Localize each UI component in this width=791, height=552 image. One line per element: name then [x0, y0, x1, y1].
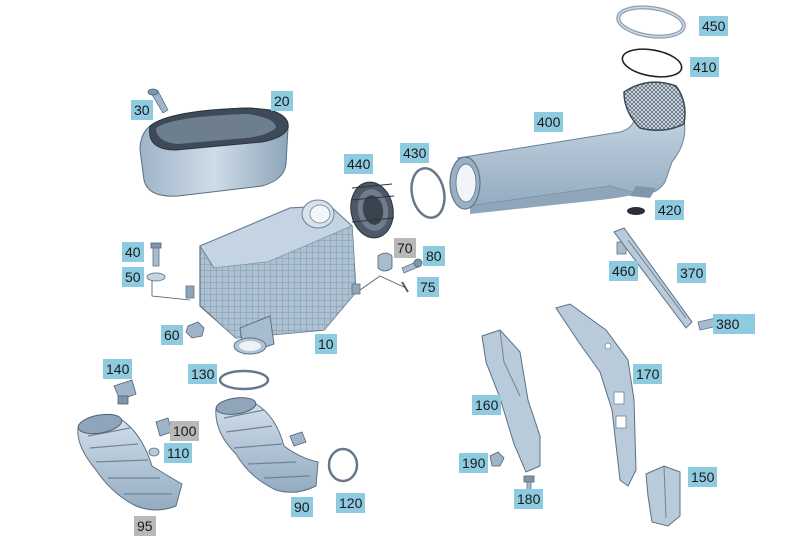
callout-170[interactable]: 170 [633, 364, 663, 384]
callout-450[interactable]: 450 [699, 16, 729, 36]
nut-60 [185, 321, 205, 339]
callout-130[interactable]: 130 [188, 364, 218, 384]
callout-410[interactable]: 410 [690, 57, 720, 77]
callout-20[interactable]: 20 [271, 91, 293, 111]
callout-160[interactable]: 160 [472, 395, 502, 415]
bracket-170 [555, 303, 637, 487]
hose-clamp-120 [327, 447, 359, 483]
callout-180[interactable]: 180 [514, 489, 544, 509]
leader-line [359, 275, 407, 291]
bolt-180 [523, 475, 535, 491]
callout-380[interactable]: 380 [713, 314, 755, 334]
callout-120[interactable]: 120 [336, 493, 366, 513]
washer-50 [146, 272, 166, 282]
screw-75 [401, 281, 409, 293]
callout-75[interactable]: 75 [417, 277, 439, 297]
air-filter-20 [139, 107, 289, 197]
clip-70 [377, 252, 393, 272]
callout-80[interactable]: 80 [423, 246, 445, 266]
callout-430[interactable]: 430 [400, 143, 430, 163]
callout-150[interactable]: 150 [688, 467, 718, 487]
intake-hose-90 [215, 397, 319, 493]
callout-60[interactable]: 60 [161, 325, 183, 345]
strut-370 [613, 227, 693, 329]
bracket-150 [645, 465, 681, 527]
seal-110 [148, 447, 160, 457]
bracket-160 [481, 329, 541, 473]
callout-10[interactable]: 10 [315, 334, 337, 354]
callout-370[interactable]: 370 [677, 263, 707, 283]
callout-400[interactable]: 400 [534, 112, 564, 132]
callout-140[interactable]: 140 [103, 359, 133, 379]
seal-ring-450 [616, 5, 686, 39]
hose-clamp-430 [410, 167, 446, 219]
callout-90[interactable]: 90 [291, 497, 313, 517]
callout-460[interactable]: 460 [609, 261, 639, 281]
callout-70[interactable]: 70 [394, 238, 416, 258]
callout-30[interactable]: 30 [131, 100, 153, 120]
rubber-sleeve-440 [350, 181, 395, 239]
callout-440[interactable]: 440 [344, 154, 374, 174]
bolt-80 [401, 258, 423, 274]
bolt-40 [150, 242, 162, 267]
callout-95[interactable]: 95 [134, 516, 156, 536]
callout-190[interactable]: 190 [459, 453, 489, 473]
bolt-30 [147, 88, 169, 114]
nut-190 [489, 451, 505, 467]
air-filter-housing-10 [185, 199, 361, 355]
hose-clamp-130 [218, 369, 270, 391]
callout-40[interactable]: 40 [122, 242, 144, 262]
gasket-420 [627, 207, 645, 215]
gasket-410 [621, 48, 683, 78]
intake-hose-95 [77, 413, 183, 511]
callout-420[interactable]: 420 [655, 200, 685, 220]
leader-line [151, 280, 191, 301]
intake-duct-400 [449, 81, 686, 214]
callout-100[interactable]: 100 [170, 421, 200, 441]
callout-110[interactable]: 110 [164, 443, 193, 463]
sensor-140 [113, 379, 137, 405]
callout-50[interactable]: 50 [122, 267, 144, 287]
